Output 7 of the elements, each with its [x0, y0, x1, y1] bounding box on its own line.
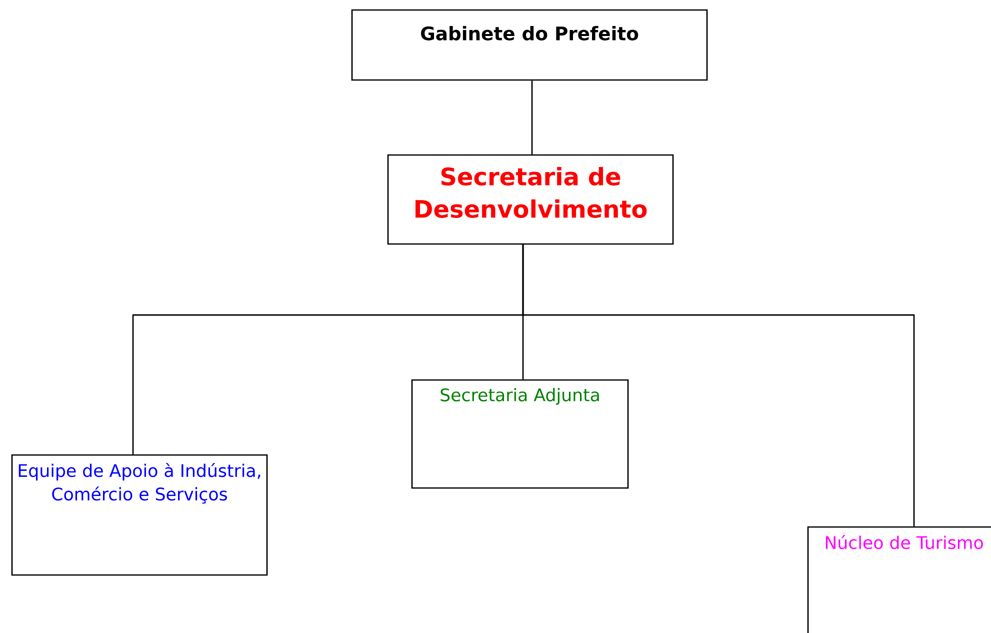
connector-line [522, 244, 915, 526]
org-box: Secretaria de Desenvolvimento [387, 154, 674, 245]
org-box: Gabinete do Prefeito [351, 9, 708, 81]
org-box: Secretaria Adjunta [411, 379, 629, 489]
org-box: Núcleo de Turismo [807, 526, 991, 633]
connector-line [531, 80, 533, 154]
org-box: Equipe de Apoio à Indústria, Comércio e Serviços [11, 454, 268, 576]
